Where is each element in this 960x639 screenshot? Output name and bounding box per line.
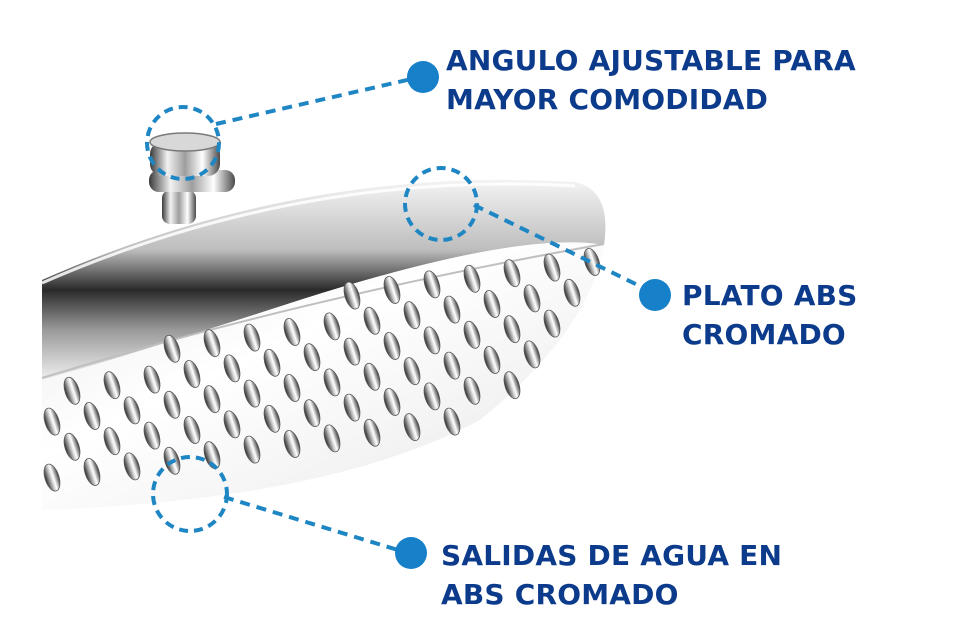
callout-angle (145, 61, 439, 181)
water-outlet-nozzle (203, 385, 221, 414)
water-outlet-nozzle (223, 354, 241, 383)
water-outlet-nozzle (483, 290, 501, 318)
water-outlet-nozzle (403, 357, 421, 386)
water-outlet-nozzle (43, 463, 61, 492)
callout-plate-label: PLATO ABS CROMADO (682, 276, 858, 354)
water-outlet-nozzle (543, 253, 561, 282)
water-outlet-nozzle (83, 458, 101, 486)
water-outlet-nozzle (403, 301, 421, 330)
water-outlet-nozzle (503, 259, 521, 288)
water-outlet-nozzle (183, 416, 201, 444)
water-outlet-nozzle (63, 432, 81, 461)
water-outlet-nozzle (143, 421, 161, 450)
water-outlet-nozzle (303, 399, 321, 428)
water-outlet-nozzle (443, 295, 461, 324)
water-outlet-nozzle (323, 424, 341, 453)
water-outlet-nozzle (123, 396, 141, 425)
water-outlets (43, 248, 601, 492)
water-outlet-nozzle (123, 452, 141, 481)
water-outlet-nozzle (323, 368, 341, 397)
water-outlet-nozzle (63, 376, 81, 405)
water-outlet-nozzle (323, 312, 341, 341)
shower-head-plate (41, 179, 606, 510)
callout-outlets-highlight-ring (151, 455, 229, 533)
water-outlet-nozzle (443, 351, 461, 380)
water-outlet-nozzle (263, 348, 281, 377)
water-outlet-nozzle (163, 390, 181, 419)
water-outlet-nozzle (383, 332, 401, 360)
water-outlet-nozzle (183, 360, 201, 388)
water-outlet-nozzle (523, 340, 541, 369)
callout-outlets-line2: ABS CROMADO (441, 578, 679, 611)
water-outlet-nozzle (563, 278, 581, 307)
callout-plate-line1: PLATO ABS (682, 279, 858, 312)
water-outlet-nozzle (463, 320, 481, 349)
callout-plate-line2: CROMADO (682, 318, 846, 351)
water-outlet-nozzle (423, 326, 441, 355)
callout-plate-highlight-ring (403, 166, 479, 242)
water-outlet-nozzle (423, 382, 441, 411)
water-outlet-nozzle (243, 435, 261, 464)
water-outlet-nozzle (363, 306, 381, 335)
water-outlet-nozzle (523, 284, 541, 313)
water-outlet-nozzle (283, 374, 301, 402)
callout-angle-highlight-ring (145, 105, 221, 181)
callout-plate (403, 166, 671, 311)
callout-outlets-label: SALIDAS DE AGUA EN ABS CROMADO (441, 536, 782, 614)
water-outlet-nozzle (203, 329, 221, 358)
water-outlet-nozzle (503, 371, 521, 400)
water-outlet-nozzle (423, 270, 441, 299)
water-outlet-nozzle (103, 427, 121, 456)
water-outlet-nozzle (363, 418, 381, 447)
water-outlet-nozzle (363, 362, 381, 391)
water-outlet-nozzle (223, 410, 241, 439)
water-outlet-nozzle (103, 371, 121, 400)
water-outlet-nozzle (243, 379, 261, 408)
water-outlet-nozzle (583, 248, 601, 276)
water-outlet-nozzle (403, 413, 421, 442)
water-outlet-nozzle (303, 343, 321, 372)
water-outlet-nozzle (463, 264, 481, 293)
water-outlet-nozzle (503, 315, 521, 344)
water-outlet-nozzle (163, 334, 181, 363)
water-outlet-nozzle (283, 318, 301, 346)
water-outlet-nozzle (443, 407, 461, 436)
callout-plate-dot (639, 279, 671, 311)
water-outlet-nozzle (543, 309, 561, 338)
callout-outlets-line1: SALIDAS DE AGUA EN (441, 539, 783, 572)
callout-angle-leader-line (215, 75, 421, 126)
water-outlet-nozzle (483, 346, 501, 374)
water-outlet-nozzle (463, 376, 481, 405)
water-outlet-nozzle (343, 281, 361, 310)
callout-angle-line2: MAYOR COMODIDAD (446, 83, 769, 116)
water-outlet-nozzle (383, 388, 401, 416)
callout-angle-dot (407, 61, 439, 93)
water-outlet-nozzle (263, 404, 281, 433)
water-outlet-nozzle (243, 323, 261, 352)
callout-outlets (151, 455, 427, 569)
water-outlet-nozzle (343, 393, 361, 422)
callout-angle-line1: ANGULO AJUSTABLE PARA (446, 44, 856, 77)
water-outlet-nozzle (43, 407, 61, 436)
water-outlet-nozzle (283, 430, 301, 458)
water-outlet-nozzle (383, 276, 401, 304)
swivel-joint (149, 132, 235, 224)
water-outlet-nozzle (83, 402, 101, 430)
water-outlet-nozzle (343, 337, 361, 366)
callout-outlets-dot (395, 537, 427, 569)
callout-outlets-leader-line (223, 495, 399, 552)
water-outlet-nozzle (143, 365, 161, 394)
callout-angle-label: ANGULO AJUSTABLE PARA MAYOR COMODIDAD (446, 41, 856, 119)
